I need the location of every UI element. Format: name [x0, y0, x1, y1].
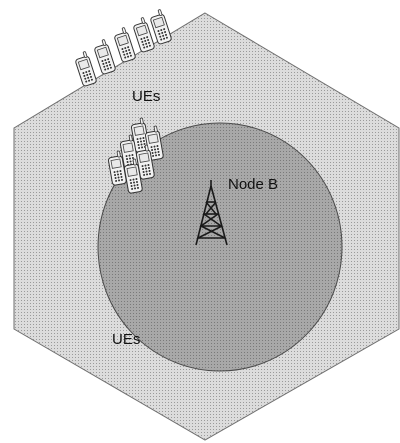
- mobile-phone-icon: [111, 26, 137, 64]
- mobile-phone-icon: [72, 50, 98, 88]
- mobile-phone-icon: [91, 38, 117, 76]
- radio-tower-icon: [195, 180, 228, 246]
- ues-label-bottom: UEs: [112, 331, 141, 348]
- node-b-label: Node B: [228, 176, 279, 193]
- coverage-circle-icon: [97, 122, 343, 372]
- ues-label-top: UEs: [132, 88, 161, 105]
